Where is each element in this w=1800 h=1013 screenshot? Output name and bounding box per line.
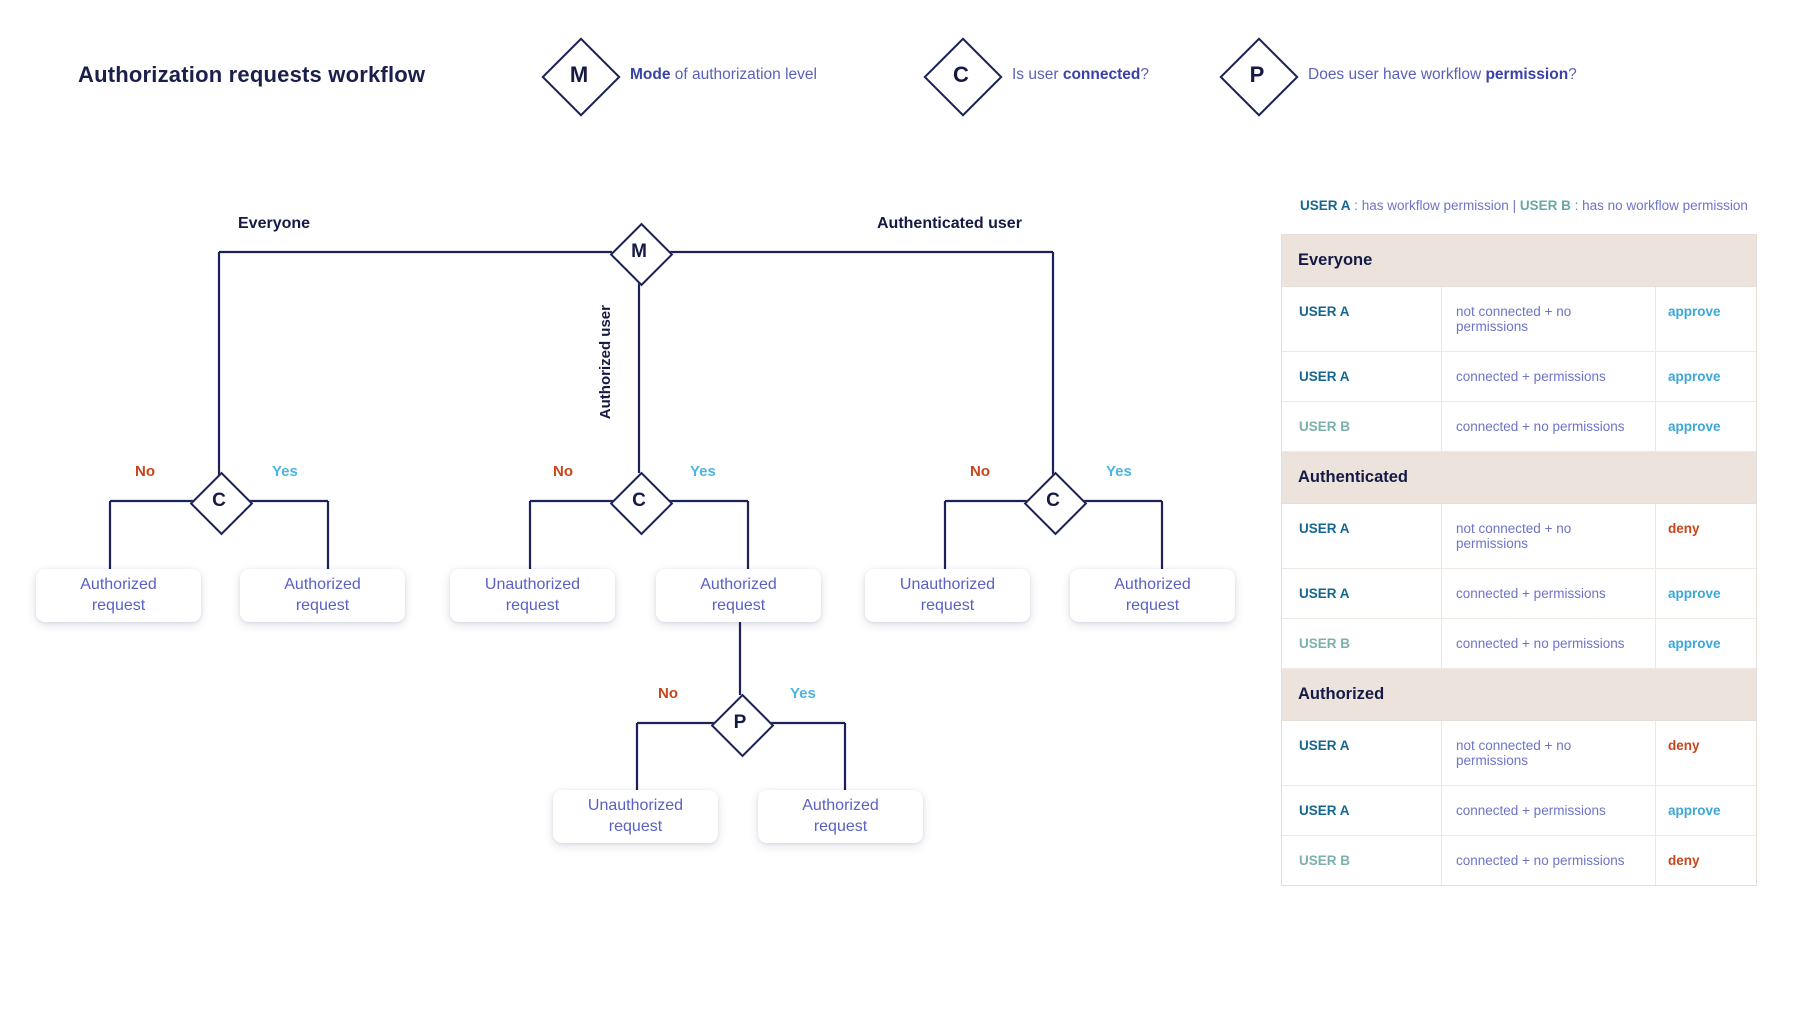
legend-bold-permission: permission: [1485, 66, 1569, 83]
legend-bold-connected: connected: [1062, 66, 1141, 83]
page-title: Authorization requests workflow: [78, 62, 426, 87]
table-section-header: Everyone: [1282, 235, 1756, 287]
cell-condition: not connected + no permissions: [1442, 287, 1656, 351]
node-symbol-m: M: [631, 241, 647, 262]
cell-result: approve: [1668, 304, 1721, 319]
edge-label-no-right: No: [970, 463, 990, 480]
cell-condition: connected + permissions: [1442, 786, 1656, 835]
cell-user: USER A: [1282, 504, 1442, 568]
node-symbol-c-left: C: [212, 490, 226, 511]
decision-node-connected-right[interactable]: C: [1023, 471, 1087, 535]
diamond-decision-icon: M: [541, 37, 621, 117]
legend-item-connected: C Is user connected?: [923, 37, 1149, 117]
edge-label-no-permission: No: [658, 685, 678, 702]
cell-user: USER B: [1282, 402, 1442, 451]
node-symbol-c-right: C: [1046, 490, 1060, 511]
legend-post-connected: ?: [1140, 66, 1149, 83]
branch-label-everyone: Everyone: [238, 215, 311, 232]
edge-label-yes-permission: Yes: [790, 685, 816, 702]
legend-symbol: C: [953, 62, 969, 87]
legend-symbol: M: [569, 62, 589, 87]
cell-result: deny: [1668, 738, 1700, 753]
branch-label-authenticated: Authenticated user: [877, 215, 1022, 232]
legend-label-permission: Does user have workflow permission?: [1308, 66, 1577, 84]
table-legend-user-b: USER B: [1519, 198, 1571, 213]
cell-condition: connected + permissions: [1442, 569, 1656, 618]
legend-label-connected: Is user connected?: [1012, 66, 1149, 84]
table-legend-user-a: USER A: [1300, 198, 1351, 213]
legend-symbol: P: [1249, 62, 1265, 87]
table-legend-divider: |: [1512, 198, 1520, 213]
edge-label-yes-middle: Yes: [690, 463, 716, 480]
cell-user: USER B: [1282, 619, 1442, 668]
cell-result: approve: [1668, 636, 1721, 651]
cell-user: USER A: [1282, 786, 1442, 835]
cell-condition: not connected + no permissions: [1442, 504, 1656, 568]
branch-label-authorized: Authorized user: [597, 305, 614, 420]
table-section-header: Authorized: [1282, 669, 1756, 721]
table-legend-user-a-desc: : has workflow permission: [1350, 198, 1513, 213]
cell-result: approve: [1668, 369, 1721, 384]
legend-bold-mode: Mode: [630, 66, 671, 83]
table-legend-user-b-desc: : has no workflow permission: [1570, 198, 1748, 213]
node-symbol-p: P: [733, 712, 747, 733]
legend-label-mode: Mode of authorization level: [630, 66, 817, 84]
cell-condition: connected + no permissions: [1442, 836, 1656, 885]
legend-post-mode: of authorization level: [670, 66, 817, 83]
diamond-decision-icon: C: [923, 37, 1003, 117]
legend-post-permission: ?: [1568, 66, 1577, 83]
cell-condition: not connected + no permissions: [1442, 721, 1656, 785]
cell-result: deny: [1668, 853, 1700, 868]
table-legend: USER A : has workflow permission | USER …: [1300, 198, 1748, 213]
cell-result: approve: [1668, 586, 1721, 601]
cell-condition: connected + no permissions: [1442, 619, 1656, 668]
legend-pre-connected: Is user: [1012, 66, 1063, 83]
legend-item-permission: P Does user have workflow permission?: [1219, 37, 1577, 117]
diamond-decision-icon: P: [1219, 37, 1299, 117]
cell-condition: connected + permissions: [1442, 352, 1656, 401]
edge-label-no-middle: No: [553, 463, 573, 480]
cell-user: USER A: [1282, 721, 1442, 785]
decision-node-connected-left[interactable]: C: [189, 471, 253, 535]
cell-user: USER A: [1282, 569, 1442, 618]
cell-user: USER B: [1282, 836, 1442, 885]
edge-label-yes-right: Yes: [1106, 463, 1132, 480]
edge-label-yes-left: Yes: [272, 463, 298, 480]
table-section-header: Authenticated: [1282, 452, 1756, 504]
cell-user: USER A: [1282, 352, 1442, 401]
edge-label-no-left: No: [135, 463, 155, 480]
cell-result: approve: [1668, 419, 1721, 434]
decision-node-connected-middle[interactable]: C: [609, 471, 673, 535]
cell-result: approve: [1668, 803, 1721, 818]
node-symbol-c-middle: C: [632, 490, 646, 511]
legend-item-mode: M Mode of authorization level: [541, 37, 817, 117]
decision-node-mode[interactable]: M: [609, 222, 673, 286]
decision-node-permission[interactable]: P: [710, 693, 774, 757]
cell-result: deny: [1668, 521, 1700, 536]
legend-pre-permission: Does user have workflow: [1308, 66, 1486, 83]
cell-condition: connected + no permissions: [1442, 402, 1656, 451]
cell-user: USER A: [1282, 287, 1442, 351]
